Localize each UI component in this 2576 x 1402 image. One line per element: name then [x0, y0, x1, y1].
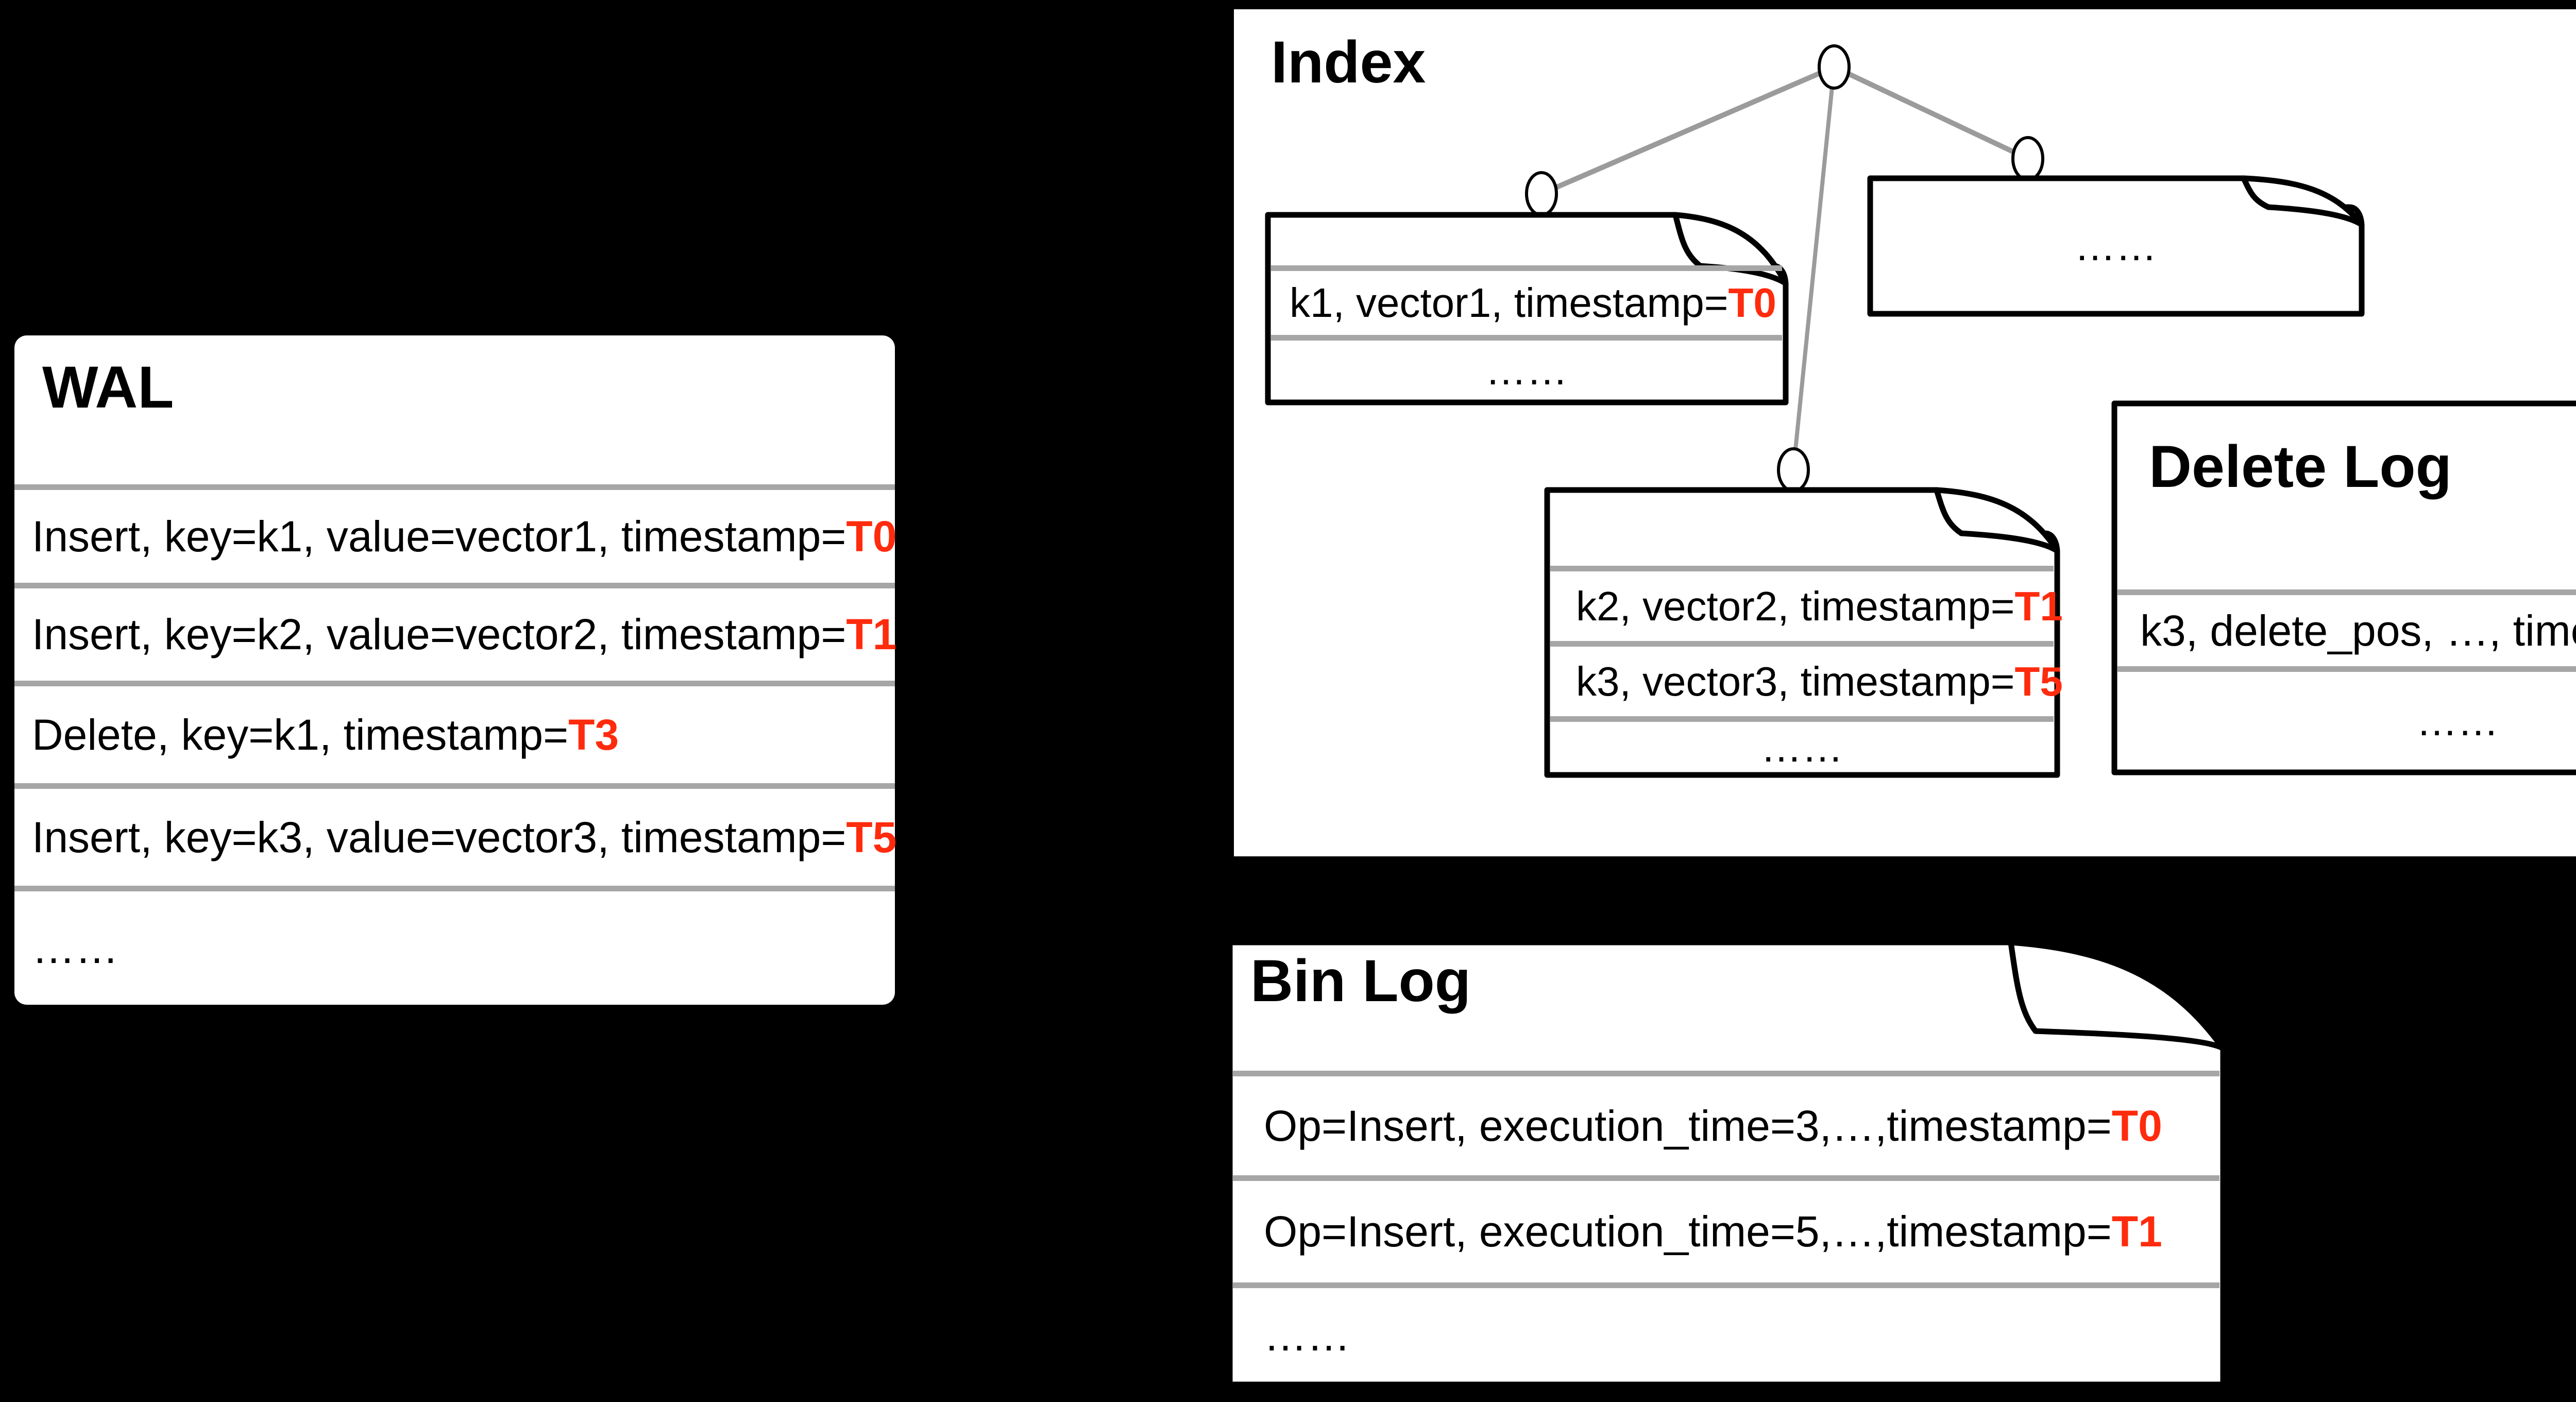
wal-row: Delete, key=k1, timestamp=T3 [14, 681, 895, 783]
tree-node-circle [1777, 447, 1810, 493]
record-text: k3, vector3, timestamp= [1576, 658, 2015, 704]
folded-corner [1934, 487, 2060, 554]
wal-title: WAL [42, 354, 174, 420]
index-tree [1525, 44, 2044, 493]
delete-log-title: Delete Log [2149, 434, 2452, 500]
timestamp-value: T3 [568, 710, 619, 759]
ellipsis-text: …… [1485, 347, 1568, 393]
page-shape [2111, 400, 2576, 775]
tree-edge [1791, 66, 1836, 470]
record-text: k2, vector2, timestamp= [1576, 583, 2015, 629]
ellipsis-text: …… [1264, 1311, 1350, 1360]
log-entry-text: Insert, key=k2, value=vector2, timestamp… [32, 610, 846, 658]
file-outline [1544, 487, 2060, 778]
segment-file-1: k1, vector1, timestamp=T0 …… [1265, 212, 1789, 406]
record-text: k1, vector1, timestamp= [1290, 280, 1728, 326]
bin-log-title: Bin Log [1250, 948, 1471, 1014]
file-row-ellipsis: …… [2117, 666, 2576, 770]
folded-corner [2008, 939, 2226, 1052]
timestamp-value: T1 [2014, 583, 2063, 629]
log-entry-text: Insert, key=k1, value=vector1, timestamp… [32, 512, 846, 561]
timestamp-value: T5 [846, 813, 897, 862]
file-row-ellipsis: …… [1550, 716, 2054, 773]
file-row-ellipsis: …… [1233, 1282, 2219, 1383]
timestamp-value: T5 [2014, 658, 2063, 704]
tree-node-circle [1818, 44, 1851, 90]
file-row: Op=Insert, execution_time=3,…,timestamp=… [1233, 1071, 2219, 1175]
tree-node-circle [2011, 136, 2044, 181]
file-row: k3, delete_pos, …, timestamp=T3 [2117, 589, 2576, 666]
log-entry-text: Insert, key=k3, value=vector3, timestamp… [32, 813, 846, 862]
file-outline [1867, 175, 2365, 317]
file-row: k3, vector3, timestamp=T5 [1550, 641, 2063, 716]
wal-row: Insert, key=k3, value=vector3, timestamp… [14, 783, 897, 886]
wal-row: Insert, key=k1, value=vector1, timestamp… [14, 484, 897, 583]
timestamp-value: T0 [846, 512, 897, 561]
ellipsis-text: …… [1760, 724, 1843, 770]
file-row: Op=Insert, execution_time=5,…,timestamp=… [1233, 1175, 2219, 1282]
ellipsis-text: …… [32, 923, 118, 972]
timestamp-value: T0 [1728, 280, 1776, 326]
wal-row-ellipsis: …… [14, 886, 895, 1005]
index-panel: Index k1, vector1, timestamp=T0 …… k2, v… [1234, 9, 2576, 856]
wal-row: Insert, key=k2, value=vector2, timestamp… [14, 583, 897, 681]
file-row: k1, vector1, timestamp=T0 [1271, 265, 1782, 335]
tree-edge [1833, 64, 2029, 161]
segment-file-3: …… [1867, 175, 2365, 317]
tree-edge [1540, 64, 1835, 196]
file-row-ellipsis: …… [1271, 335, 1782, 400]
ellipsis-text: …… [2416, 698, 2499, 744]
file-row: k2, vector2, timestamp=T1 [1550, 566, 2063, 641]
tree-node-circle [1525, 171, 1558, 216]
timestamp-value: T0 [2111, 1101, 2162, 1150]
folded-corner [2241, 175, 2365, 228]
file-outline [2111, 400, 2576, 775]
record-text: Op=Insert, execution_time=5,…,timestamp= [1264, 1207, 2112, 1256]
timestamp-value: T1 [846, 610, 897, 658]
ellipsis-text: …… [2074, 223, 2157, 269]
segment-file-2: k2, vector2, timestamp=T1 k3, vector3, t… [1544, 487, 2063, 778]
file-outline [1227, 939, 2226, 1388]
delete-log-file: Delete Log k3, delete_pos, …, timestamp=… [2111, 400, 2576, 775]
file-outline [1265, 212, 1789, 406]
index-title: Index [1271, 29, 1426, 95]
timestamp-value: T1 [2111, 1207, 2162, 1256]
log-entry-text: Delete, key=k1, timestamp= [32, 710, 569, 759]
record-text: k3, delete_pos, …, timestamp= [2140, 606, 2576, 655]
wal-box: WAL Insert, key=k1, value=vector1, times… [14, 335, 897, 1005]
file-row-ellipsis: …… [1873, 181, 2358, 311]
bin-log-file: Bin Log Op=Insert, execution_time=3,…,ti… [1227, 939, 2226, 1388]
record-text: Op=Insert, execution_time=3,…,timestamp= [1264, 1101, 2112, 1150]
